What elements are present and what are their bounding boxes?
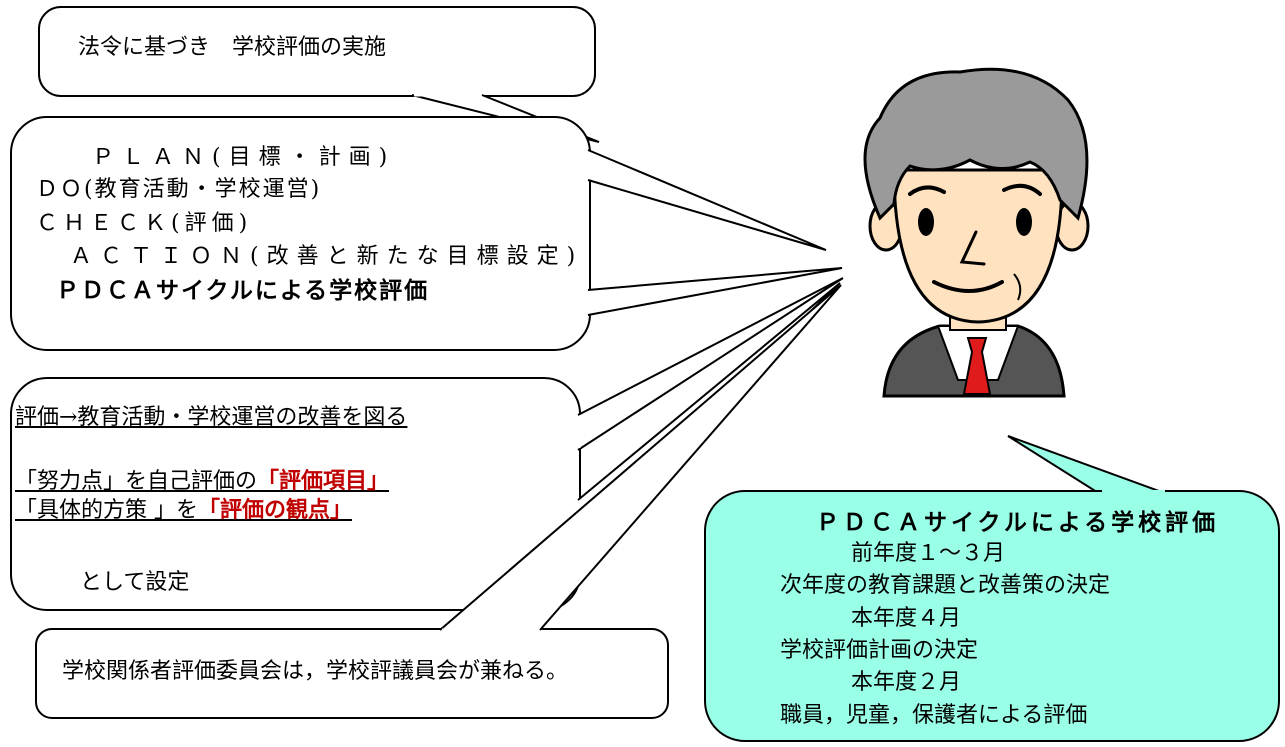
committee-text: 学校関係者評価委員会は，学校評議員会が兼ねる。 [62,659,569,684]
evaluation-viewpoint-label: 「評価の観点」 [198,498,353,523]
bubble-committee [35,284,842,719]
bubble-pdca-tail-upper [587,149,827,251]
evaluation-item-label: 「評価項目」 [257,469,390,494]
schedule-period-april: 本年度４月 [851,606,962,631]
legal-basis-text: 法令に基づき 学校評価の実施 [78,35,387,60]
effort-point-text: 「努力点」を自己評価の [15,469,258,494]
bubble-pdca-tail-lower [587,267,843,316]
bubble-pdca-steps [10,116,843,351]
evaluation-line-setting: として設定 [80,570,190,595]
bubble-pdca-schedule [704,435,1280,742]
pdca-step-check: ＣＨＥＣＫ(評価) [36,211,253,236]
pdca-emphasis: ＰＤＣＡサイクルによる学校評価 [56,278,430,304]
schedule-item-plan: 学校評価計画の決定 [780,638,979,663]
principal-man-icon [863,67,1090,398]
pdca-step-do: ＤＯ(教育活動・学校運営) [36,177,322,202]
schedule-item-next-year: 次年度の教育課題と改善策の決定 [780,573,1111,598]
bubble-evaluation-tail-upper [577,277,844,451]
bubble-committee-tail [439,284,842,631]
measures-text: 「具体的方策 」を [15,498,198,523]
pdca-step-plan: ＰＬＡＮ(目標・計画) [92,145,396,170]
bubble-schedule-tail [1007,435,1168,495]
evaluation-line-improvement: 評価→教育活動・学校運営の改善を図る [15,405,408,430]
evaluation-line-measures: 「具体的方策 」を「評価の観点」 [15,497,352,524]
schedule-item-evaluation: 職員，児童，保護者による評価 [780,703,1088,728]
pdca-step-action: ＡＣＴＩＯＮ(改善と新たな目標設定) [70,244,584,269]
schedule-period-prev: 前年度１～３月 [851,541,1006,566]
evaluation-line-effort: 「努力点」を自己評価の「評価項目」 [15,468,389,495]
schedule-title: ＰＤＣＡサイクルによる学校評価 [816,510,1220,536]
schedule-period-feb: 本年度２月 [851,670,962,695]
